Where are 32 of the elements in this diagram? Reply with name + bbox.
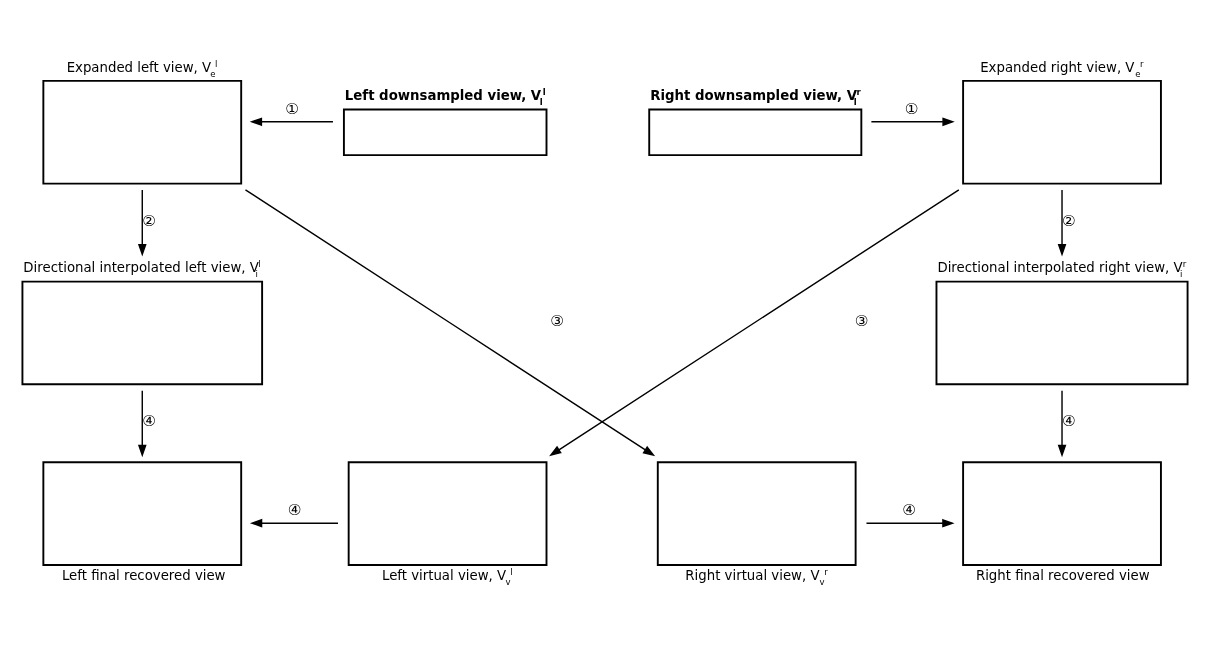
edge-label: ④	[902, 501, 916, 520]
edge-label: ③	[550, 312, 564, 331]
node-box	[935, 280, 1189, 386]
arrow	[244, 189, 656, 457]
node-box	[347, 461, 548, 566]
node-box	[962, 79, 1162, 185]
edge-label: ④	[287, 501, 302, 520]
arrow	[549, 189, 960, 457]
node-box	[21, 280, 264, 386]
edge-label: ①	[904, 100, 919, 119]
node-box	[648, 108, 863, 157]
node-label: Left final recovered view	[61, 568, 226, 584]
arrow	[1057, 189, 1067, 257]
node-box	[962, 461, 1162, 566]
node-box	[656, 461, 857, 566]
arrow	[1057, 390, 1067, 458]
arrow	[870, 117, 955, 127]
arrow	[249, 117, 334, 127]
node-box	[42, 79, 243, 185]
node-box	[42, 461, 243, 566]
node-box	[342, 108, 548, 157]
arrow	[137, 189, 147, 257]
arrow	[137, 390, 147, 458]
edge-label: ③	[854, 312, 869, 331]
edge-label: ②	[142, 211, 156, 230]
edge-label: ①	[285, 100, 299, 119]
edge-label: ②	[1062, 211, 1076, 230]
edge-label: ④	[142, 412, 156, 431]
edge-label: ④	[1062, 412, 1076, 431]
arrow	[865, 518, 955, 528]
node-label: Right final recovered view	[975, 568, 1150, 584]
arrow	[249, 518, 339, 528]
